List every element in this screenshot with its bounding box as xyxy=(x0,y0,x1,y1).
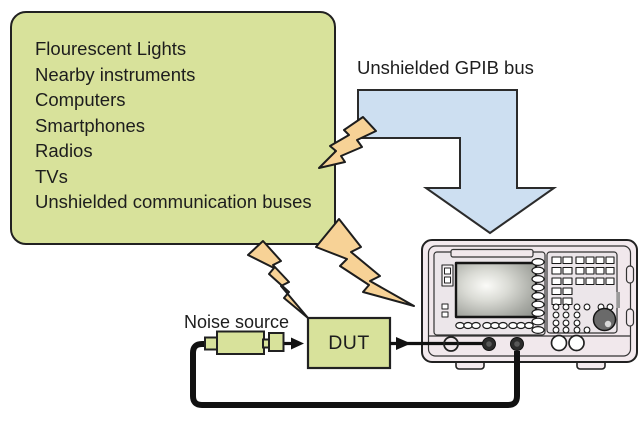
function-key-row xyxy=(455,321,534,330)
rotary-knob xyxy=(592,307,617,332)
noise-source-item: Nearby instruments xyxy=(35,63,196,85)
noise-source-item: Computers xyxy=(35,89,126,110)
gpib-bus-arrow xyxy=(357,89,558,235)
noise-source-item: Smartphones xyxy=(35,114,146,136)
dut-label: DUT xyxy=(328,331,370,354)
noise-source-component xyxy=(204,330,285,355)
panel-key xyxy=(444,267,451,275)
noise-source-item: Unshielded communication buses xyxy=(35,191,312,212)
noise-source-drive-cable xyxy=(190,341,520,408)
noise-source-body xyxy=(216,330,265,355)
softkey-column xyxy=(531,258,545,335)
status-key-panel xyxy=(441,264,454,287)
keypad-buttons xyxy=(551,256,615,306)
drive-connector-center xyxy=(514,341,520,347)
side-ridge xyxy=(616,292,620,308)
noise-source-output xyxy=(268,332,285,352)
cabling xyxy=(190,337,520,408)
dut-box xyxy=(306,316,392,370)
noise-source-item: TVs xyxy=(35,165,68,187)
lightning-bolt-icon xyxy=(318,116,377,169)
lightning-bolt-icon xyxy=(315,218,415,307)
noise-figure-analyzer xyxy=(421,239,638,370)
noise-sources-list: Flourescent Lights Nearby instruments Co… xyxy=(35,36,312,215)
noise-sources-box: Flourescent Lights Nearby instruments Co… xyxy=(10,11,336,245)
white-connector xyxy=(550,334,568,352)
gpib-bus-label: Unshielded GPIB bus xyxy=(357,57,534,78)
noise-source-label: Noise source xyxy=(184,312,290,332)
open-connector xyxy=(443,336,459,352)
noise-source-item: Flourescent Lights xyxy=(35,38,187,59)
top-vent-slot xyxy=(450,248,534,258)
input-connector-center xyxy=(486,341,492,347)
panel-key xyxy=(444,276,451,284)
panel-key xyxy=(441,311,449,318)
white-connector xyxy=(568,334,585,352)
keypad-round-buttons xyxy=(552,303,614,334)
knob-dimple xyxy=(604,320,612,328)
instrument-screen xyxy=(454,261,538,319)
arrowhead-icon xyxy=(291,337,304,350)
panel-key xyxy=(441,303,449,310)
emi-lightning-bolts xyxy=(247,116,415,319)
arrowhead-icon xyxy=(396,337,411,350)
side-clip xyxy=(625,265,635,284)
noise-source-item: Radios xyxy=(35,140,93,161)
side-clip xyxy=(625,308,635,327)
lightning-bolt-icon xyxy=(247,240,309,319)
